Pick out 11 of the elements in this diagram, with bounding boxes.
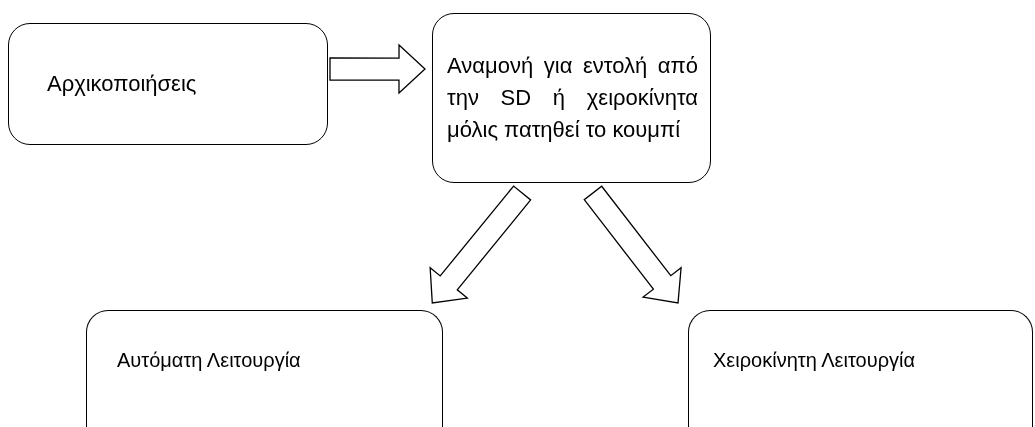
node-text: Χειροκίνητη Λειτουργία [713, 348, 916, 373]
rounded-process-box [688, 310, 1033, 427]
rounded-process-box [432, 13, 711, 183]
node-text: Αρχικοποιήσεις [47, 70, 197, 99]
block-arrow [329, 43, 426, 95]
block-arrow [583, 185, 682, 304]
rounded-process-box [86, 310, 443, 427]
node-text: Αναμονή για εντολή από την SD ή χειροκίνητα μόλις πατηθεί το κουμπί [447, 52, 698, 144]
rounded-process-box [8, 23, 328, 145]
node-text: Αυτόματη Λειτουργία [117, 348, 301, 373]
block-arrow [429, 185, 532, 304]
